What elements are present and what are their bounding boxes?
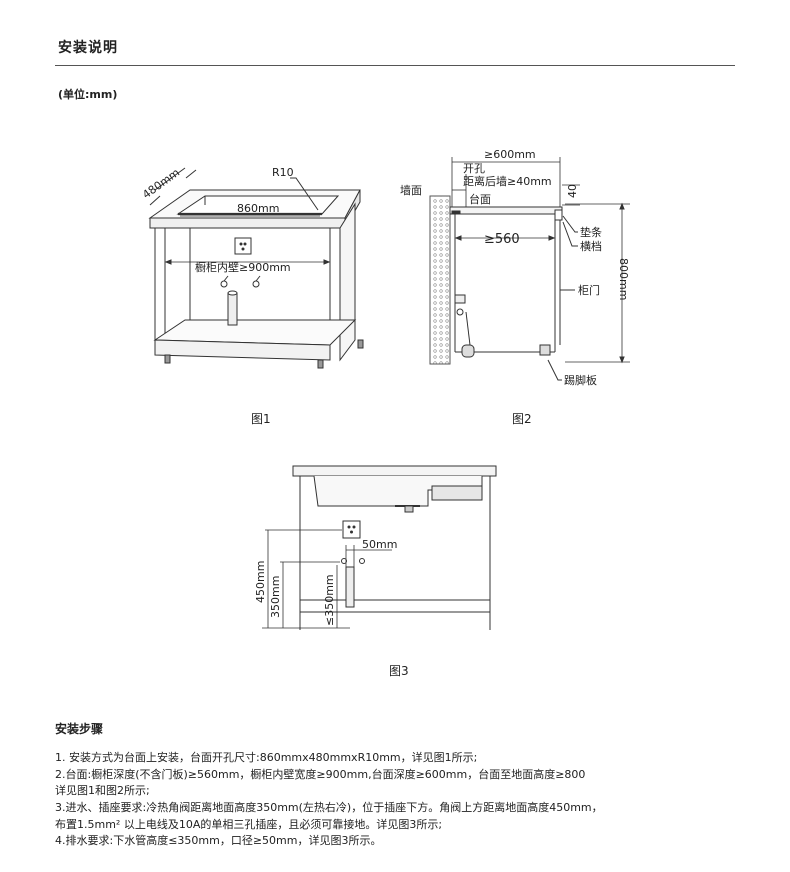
fig3-dim-350: 350mm — [269, 576, 282, 618]
page-title: 安装说明 — [58, 40, 118, 56]
fig1-caption: 图1 — [251, 412, 271, 426]
fig2-label-counter: 台面 — [469, 192, 491, 206]
fig2-dim-40: 40 — [566, 184, 579, 198]
fig3-dim-50: 50mm — [362, 538, 397, 551]
fig3-dim-350b: ≤350mm — [323, 574, 336, 626]
fig1-dim-depth: 480mm — [140, 166, 182, 201]
socket — [342, 520, 361, 539]
fig3-dim-450: 450mm — [254, 561, 267, 603]
fig3-caption: 图3 — [389, 664, 409, 678]
fig2-label-rail: 横档 — [580, 239, 602, 253]
fig2-dim-top: ≥600mm — [484, 148, 536, 161]
fig1-dim-width: 860mm — [237, 202, 279, 215]
fig2-label-kick: 踢脚板 — [564, 373, 597, 387]
figure-2-section — [429, 157, 630, 381]
fig2-dim-800: 800mm — [617, 258, 630, 300]
fig2-dim-560: ≥560 — [484, 232, 520, 247]
angle-valves — [220, 275, 261, 288]
fig2-label-hole: 开孔 — [463, 162, 485, 175]
title-divider — [55, 65, 735, 66]
step-line: 1. 安装方式为台面上安装，台面开孔尺寸:860mmx480mmxR10mm，详… — [55, 751, 478, 764]
step-line: 2.台面:橱柜深度(不含门板)≥560mm，橱柜内壁宽度≥900mm,台面深度≥… — [55, 768, 586, 781]
step-line: 3.进水、插座要求:冷热角阀距离地面高度350mm(左热右冷)，位于插座下方。角… — [55, 801, 603, 814]
step-line: 4.排水要求:下水管高度≤350mm，口径≥50mm，详见图3所示。 — [55, 834, 382, 847]
figure-3-front — [262, 465, 497, 630]
countertop — [449, 206, 563, 215]
drain-pipe — [345, 566, 355, 608]
fig2-caption: 图2 — [512, 412, 532, 426]
countertop-edge — [149, 217, 346, 229]
unit-note: (单位:mm) — [58, 88, 118, 101]
step-line: 详见图1和图2所示; — [55, 784, 150, 797]
fig1-dim-inner: 橱柜内壁≥900mm — [195, 260, 291, 274]
steps-title: 安装步骤 — [55, 722, 104, 736]
figure-1-cabinet — [148, 167, 364, 369]
wall — [429, 195, 451, 365]
step-line: 布置1.5mm² 以上电线及10A的单相三孔插座，且必须可靠接地。详见图3所示; — [55, 818, 443, 831]
fig2-label-pad: 垫条 — [580, 225, 602, 239]
drain-pipe — [227, 292, 238, 326]
countertop — [292, 465, 497, 477]
fig2-label-wall: 墙面 — [400, 183, 422, 197]
fig2-label-wall-gap: 距离后墙≥40mm — [463, 174, 552, 188]
fig1-dim-radius: R10 — [272, 166, 294, 179]
fig2-label-door: 柜门 — [578, 283, 600, 297]
